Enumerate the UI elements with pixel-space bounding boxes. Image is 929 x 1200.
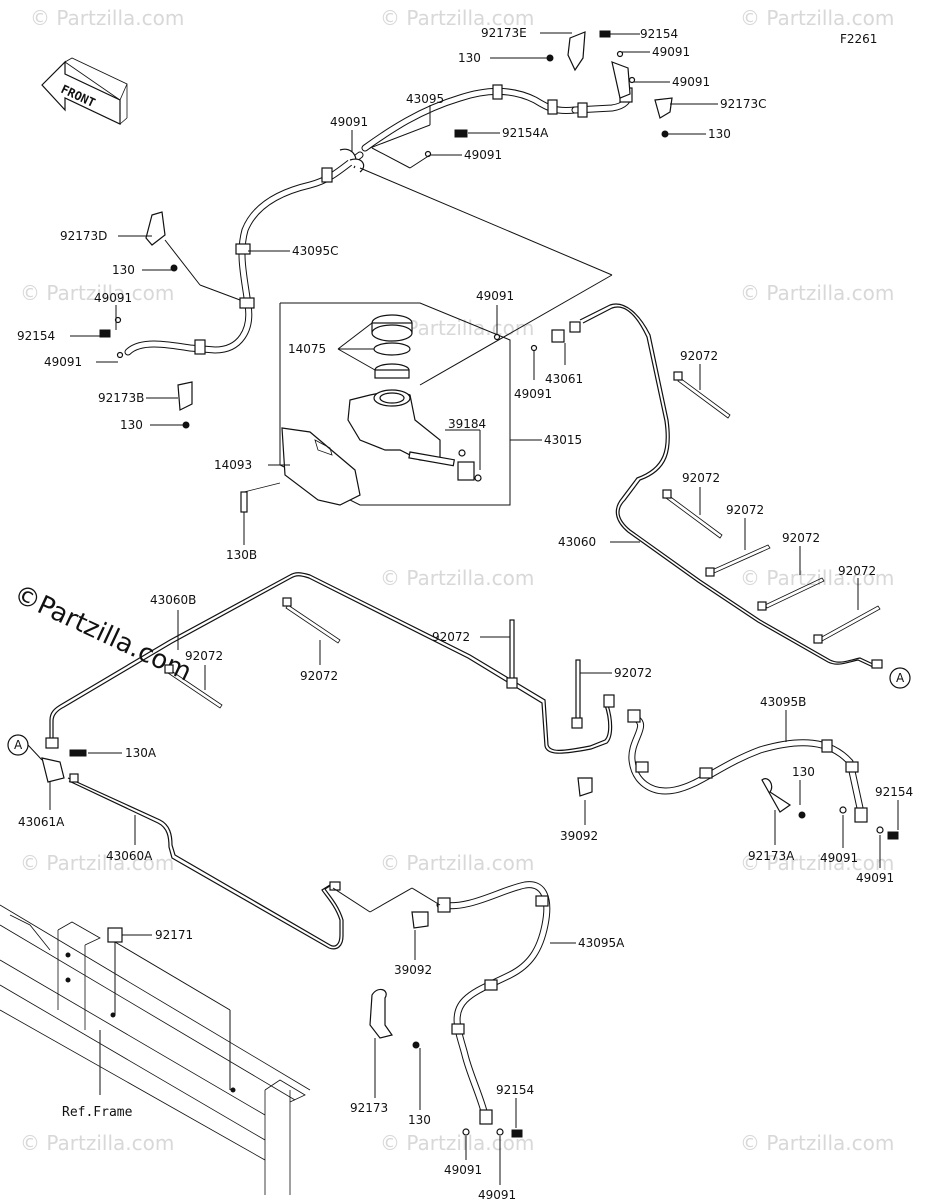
part-label: 92072 [185,649,223,663]
part-label: 92154 [496,1083,534,1097]
part-label: 49091 [820,851,858,865]
part-label: 43060A [106,849,153,863]
connector-marker-a: A [14,738,23,752]
part-label: 49091 [464,148,502,162]
watermark: © Partzilla.com [30,6,184,30]
part-label: 92072 [300,669,338,683]
part-label: 49091 [514,387,552,401]
part-label: 49091 [672,75,710,89]
watermark: © Partzilla.com [20,281,174,305]
part-label: 43061A [18,815,65,829]
part-label: 49091 [476,289,514,303]
part-label: 92154 [640,27,678,41]
watermark-group: © Partzilla.com © Partzilla.com © Partzi… [20,6,894,1155]
part-label: 130 [112,263,135,277]
watermark: © Partzilla.com [740,1131,894,1155]
part-label: 49091 [856,871,894,885]
part-label: 130 [458,51,481,65]
part-label: 49091 [478,1188,516,1200]
watermark: © Partzilla.com [20,851,174,875]
part-label: 92072 [726,503,764,517]
part-labels: 92173E 92154 130 49091 49091 92173C 130 … [17,26,913,1200]
part-label: 49091 [94,291,132,305]
watermark: © Partzilla.com [380,6,534,30]
part-label: 130 [708,127,731,141]
watermark: © Partzilla.com [740,566,894,590]
part-label: 43095C [292,244,339,258]
leader-lines-right [610,364,859,610]
hose-43095a [332,881,576,1185]
cable-ties-right [662,371,881,644]
part-label: 92173C [720,97,767,111]
part-label: 49091 [444,1163,482,1177]
hose-43095b [577,709,899,868]
watermark: © Partzilla.com [740,851,894,875]
reference-frame [0,904,311,1195]
part-label: 43015 [544,433,582,447]
part-label: 92072 [432,630,470,644]
part-label: 92072 [680,349,718,363]
leader-lines-top [70,32,718,426]
part-label: 43095 [406,92,444,106]
watermark: © Partzilla.com [740,6,894,30]
part-label: 43095A [578,936,625,950]
brackets-top [99,30,673,429]
part-label: 49091 [44,355,82,369]
part-label: 92154 [17,329,55,343]
heat-guard [240,427,361,513]
leader-lines-master [243,305,566,545]
part-label: 92171 [155,928,193,942]
part-label: 92072 [682,471,720,485]
brake-line-43060a [67,773,344,950]
part-label: 92173 [350,1101,388,1115]
part-label: 92173A [748,849,795,863]
watermark: © Partzilla.com [20,1131,174,1155]
part-label: 130 [120,418,143,432]
part-label: 92072 [614,666,652,680]
brake-line-43060b [45,572,615,754]
watermark: © Partzilla.com [380,566,534,590]
connector-marker-a: A [896,671,905,685]
part-label: 39092 [560,829,598,843]
joint-43061a: A [7,734,122,810]
figure-code: F2261 [840,32,877,46]
part-label: 14093 [214,458,252,472]
part-label: 92173D [60,229,107,243]
watermark: © Partzilla.com [380,851,534,875]
part-label: 92154 [875,785,913,799]
hose-43095c [124,151,364,356]
part-label: 49091 [652,45,690,59]
brake-line-43060: A [579,303,911,689]
part-label: 39092 [394,963,432,977]
part-label: 130 [792,765,815,779]
part-label: 49091 [330,115,368,129]
part-label: 130 [408,1113,431,1127]
part-label: 130A [125,746,157,760]
part-label: 43061 [545,372,583,386]
part-label: 43060 [558,535,596,549]
part-label: 92072 [838,564,876,578]
leader-lines-mid [177,610,612,690]
part-label: 43095B [760,695,806,709]
part-label: 14075 [288,342,326,356]
part-label: 130B [226,548,257,562]
part-label: 92154A [502,126,549,140]
watermark: © Partzilla.com [380,1131,534,1155]
part-label: 92173E [481,26,527,40]
front-arrow: FRONT [41,57,128,125]
watermark: © Partzilla.com [740,281,894,305]
part-label: 39184 [448,417,486,431]
part-label: 43060B [150,593,196,607]
part-label: 92173B [98,391,144,405]
cable-ties-mid [164,597,583,729]
ref-frame-label: Ref.Frame [62,1105,133,1120]
part-label: 92072 [782,531,820,545]
